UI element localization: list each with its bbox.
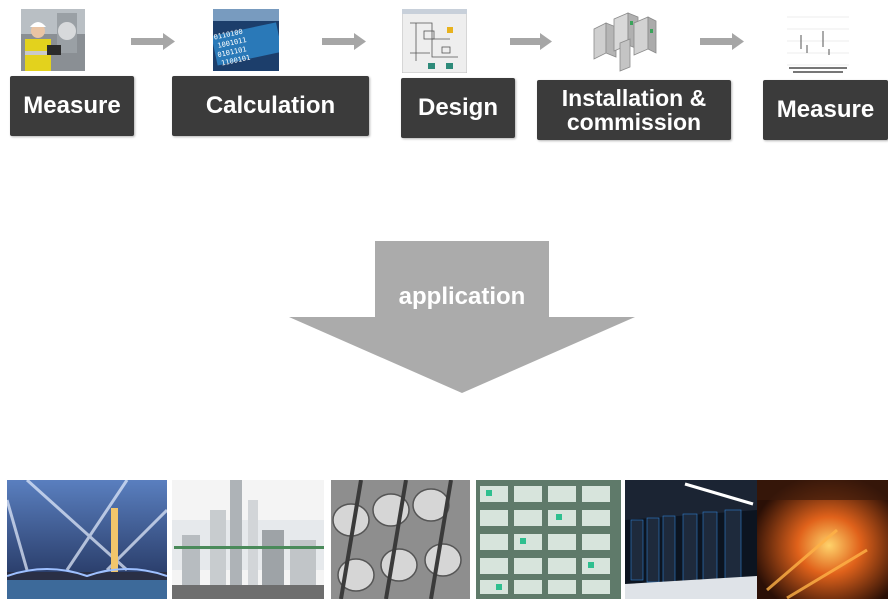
step-label-design: Design — [401, 78, 515, 138]
step-label-measure-final: Measure — [763, 80, 888, 140]
application-label: application — [398, 283, 526, 310]
application-down-arrow — [289, 241, 635, 393]
equipment-cabinets-icon — [590, 9, 658, 75]
step-label-measure: Measure — [10, 76, 134, 136]
right-arrow-icon — [131, 33, 175, 50]
binary-data-icon: 0110100 1001011 0101101 1100101 — [213, 9, 279, 71]
industrial-plant-photo — [172, 480, 324, 599]
step-label-installation-commission: Installation & commission — [537, 80, 731, 140]
right-arrow-icon — [700, 33, 744, 50]
data-center-photo — [625, 480, 757, 599]
step-label-calculation: Calculation — [172, 76, 369, 136]
right-arrow-icon — [510, 33, 552, 50]
schematic-icon — [402, 9, 467, 73]
waveform-chart-icon — [785, 9, 851, 75]
transformer-coils-photo — [331, 480, 470, 599]
steel-furnace-photo — [757, 480, 888, 599]
illuminated-bridge-tower-photo — [7, 480, 167, 599]
right-arrow-icon — [322, 33, 366, 50]
electronics-racks-photo — [476, 480, 621, 599]
engineer-photo-icon — [21, 9, 85, 71]
